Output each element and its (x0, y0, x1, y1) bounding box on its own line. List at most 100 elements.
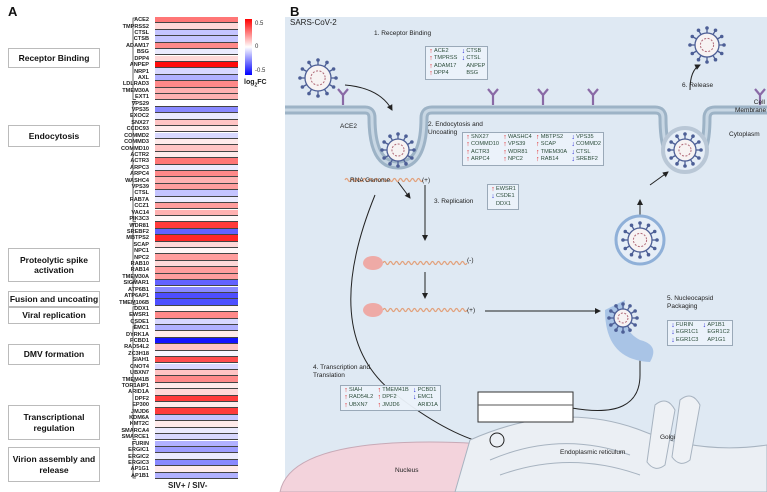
gene-name: COMMD2 (576, 141, 602, 148)
arrow-up-icon: ↑ (429, 62, 433, 70)
arrow-up-icon: ↑ (466, 141, 470, 149)
cytoplasm-label: Cytoplasm (729, 131, 760, 138)
gene-label: CTSL (134, 190, 149, 197)
gene-label: CTSB (133, 36, 149, 43)
gene-item: ↑UBXN7 (343, 402, 373, 409)
gene-name: CSDE1 (496, 193, 515, 200)
gene-label: DPP4 (134, 55, 149, 62)
arrow-up-icon: ↑ (491, 186, 495, 193)
gene-label: COMMD3 (124, 139, 149, 146)
er-zoom-circle (489, 432, 505, 448)
arrow-down-icon: ↓ (412, 387, 417, 394)
gene-label: COMMD2 (124, 132, 149, 139)
heatmap-cell (155, 331, 238, 338)
heatmap-cell (155, 318, 238, 325)
gene-item: ↑SNX27 (465, 134, 499, 141)
heatmap-cell (155, 74, 238, 82)
gene-label: CTSL (134, 30, 149, 37)
gene-name: TMPRSS (434, 55, 458, 62)
heatmap-cell (155, 164, 238, 171)
heatmap-cell (155, 389, 238, 396)
gene-label: SNX27 (131, 119, 149, 126)
heatmap-cell (155, 36, 238, 43)
gene-label: DPF2 (134, 395, 149, 402)
heatmap-cell (155, 344, 238, 351)
virus-particle-icon (621, 221, 659, 259)
heatmap-cell (155, 299, 238, 306)
arrow-up-icon: ↑ (535, 148, 540, 156)
arrow-up-icon: ↑ (535, 134, 540, 141)
gene-name: MBTPS2 (540, 134, 564, 140)
step-2-label-line1: 2. Endocytosis and (428, 121, 483, 128)
gene-name: DPP4 (434, 70, 449, 77)
gene-item: DDX1 (490, 201, 516, 208)
gene-label: TMEM30A (122, 87, 149, 94)
arrow-up-icon: ↑ (344, 394, 348, 402)
arrow-down-icon: ↓ (671, 336, 675, 344)
heatmap-cell (155, 106, 238, 114)
gene-label: EXOC2 (130, 113, 149, 120)
arrow-down-icon: ↓ (571, 156, 575, 164)
gene-label: CCDC93 (126, 126, 149, 133)
gene-item: ↓EGR1C3 (670, 337, 698, 344)
rna-minus-label: (-) (467, 257, 474, 264)
er-inset (477, 391, 574, 423)
gene-label: AXL (137, 74, 149, 81)
virus-particle-icon (298, 58, 338, 98)
virus-particle-icon (667, 132, 703, 168)
gene-item: ↑COMMD10 (465, 141, 499, 148)
gene-item: ↑WASHC4 (502, 134, 532, 141)
gene-box-endocytosis: ↑SNX27↑COMMD10↑ACTR3↑ARPC4↑WASHC4↑VPS39↑… (462, 132, 605, 166)
gene-label: VPS29 (131, 100, 149, 107)
ace2-receptor-icon (337, 88, 349, 105)
gene-label: LDLRAD3 (122, 81, 149, 88)
gene-label: TMEM30A (122, 273, 149, 280)
cell-membrane-label: Cell Membrane (735, 99, 767, 114)
ace2-receptor-icon (587, 88, 599, 105)
gene-item: ↓EGR1C1 (670, 329, 698, 336)
heatmap-cell (155, 369, 238, 377)
gene-label: ERGIC1 (128, 447, 149, 454)
gene-name: VPS39 (507, 141, 526, 148)
arrow-up-icon: ↑ (503, 156, 507, 164)
gene-item: ↑TMEM41B (376, 387, 409, 394)
gene-label: SMARCA4 (121, 427, 149, 434)
gene-name: EGR1C3 (676, 336, 699, 343)
heatmap-cell (155, 446, 238, 454)
gene-label: AP1G1 (130, 466, 149, 473)
category-brackets (132, 17, 136, 479)
gene-label: SREBF2 (126, 228, 149, 235)
gene-label: NPC1 (134, 248, 149, 255)
heatmap-cell (155, 466, 238, 473)
heatmap-cell (155, 119, 238, 127)
gene-label: VAC14 (131, 209, 149, 216)
gene-name: ANPEP (466, 62, 486, 69)
gene-label: FURIN (131, 440, 149, 447)
gene-item: ↑NPC2 (502, 156, 532, 163)
arrow-up-icon: ↑ (503, 148, 507, 156)
gene-name: AP1B1 (707, 322, 725, 328)
category-label: Receptor Binding (8, 48, 100, 68)
category-bracket (132, 383, 136, 440)
virus-name: SARS-CoV-2 (290, 18, 337, 27)
heatmap-cell (155, 421, 238, 428)
heatmap-cell (155, 49, 238, 56)
heatmap-cell (155, 254, 238, 261)
gene-name: VPS35 (576, 134, 594, 140)
arrow-down-icon: ↓ (571, 134, 575, 141)
heatmap-cell (155, 55, 238, 62)
gene-name: TMEM41B (382, 387, 409, 393)
gene-item: ↓CTSL (570, 149, 601, 156)
gene-label: AP1B1 (130, 472, 149, 479)
gene-label: TMEM106B (119, 299, 149, 306)
heatmap-cell (155, 453, 238, 460)
arrow-down-icon: ↓ (671, 322, 675, 329)
heatmap-cell (155, 325, 238, 332)
ace2-receptor-icon (537, 88, 549, 105)
gene-name: WASHC4 (507, 134, 532, 140)
gene-item: ARID1A (412, 402, 438, 409)
colorbar-title-main: log (244, 79, 255, 86)
gene-name: SIAH (349, 387, 363, 393)
gene-label: ADAM17 (125, 42, 149, 49)
heatmap-cell (155, 222, 238, 229)
